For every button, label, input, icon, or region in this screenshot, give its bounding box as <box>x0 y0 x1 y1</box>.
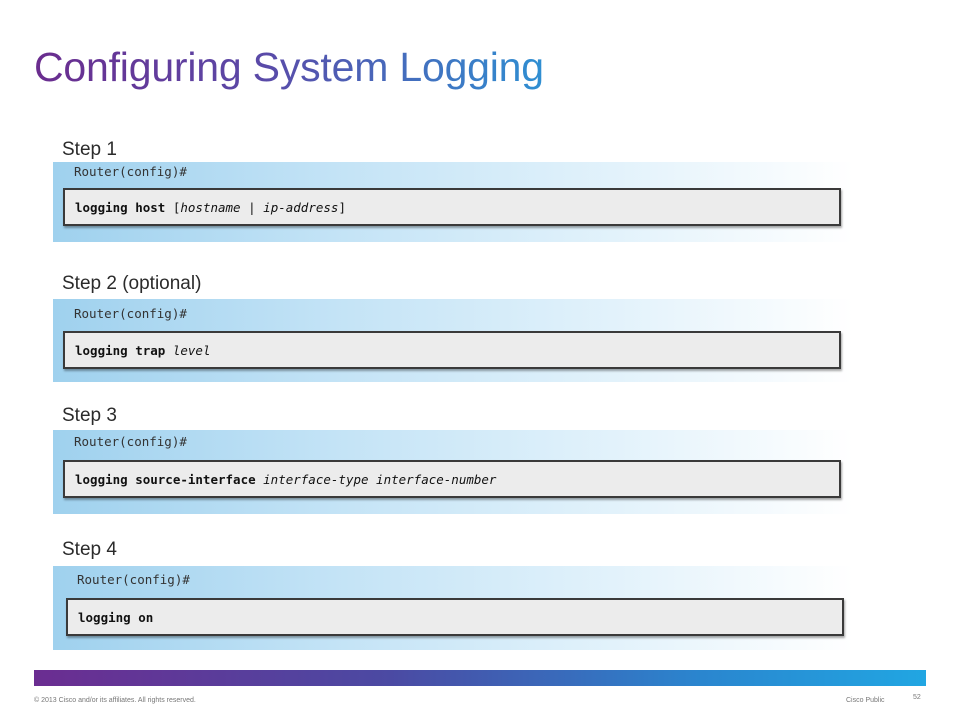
footer-gradient-bar <box>34 670 926 686</box>
command-segment: ] <box>338 199 346 215</box>
command-segment: logging trap <box>75 342 166 358</box>
command-segment: hostname <box>180 199 241 215</box>
command-segment <box>165 343 173 358</box>
step-2-command: logging trap level <box>75 343 210 358</box>
command-segment: logging source-interface <box>75 471 256 487</box>
step-4-label: Step 4 <box>62 539 117 560</box>
step-4-prompt: Router(config)# <box>77 572 190 587</box>
step-3-prompt: Router(config)# <box>74 434 187 449</box>
step-2-prompt: Router(config)# <box>74 306 187 321</box>
command-segment: logging on <box>78 609 154 625</box>
step-1-command: logging host [hostname | ip-address] <box>75 200 346 215</box>
slide-title: Configuring System Logging <box>34 44 544 90</box>
step-4-command: logging on <box>78 610 153 625</box>
step-3-command-box: logging source-interface interface-type … <box>63 460 841 498</box>
copyright-notice: © 2013 Cisco and/or its affiliates. All … <box>34 697 196 704</box>
command-segment: level <box>172 342 211 358</box>
step-2-label: Step 2 (optional) <box>62 273 202 294</box>
page-number: 52 <box>913 694 921 701</box>
command-segment: logging host <box>75 199 166 215</box>
step-1-command-box: logging host [hostname | ip-address] <box>63 188 841 226</box>
command-segment: ip-address <box>263 199 339 215</box>
command-segment: [ <box>165 199 181 215</box>
command-segment: | <box>240 199 264 215</box>
step-4-command-box: logging on <box>66 598 844 636</box>
step-1-prompt: Router(config)# <box>74 164 187 179</box>
classification-label: Cisco Public <box>846 697 885 704</box>
step-2-command-box: logging trap level <box>63 331 841 369</box>
step-3-command: logging source-interface interface-type … <box>75 472 496 487</box>
step-1-label: Step 1 <box>62 139 117 160</box>
command-segment: interface-type interface-number <box>263 471 497 487</box>
step-3-label: Step 3 <box>62 405 117 426</box>
